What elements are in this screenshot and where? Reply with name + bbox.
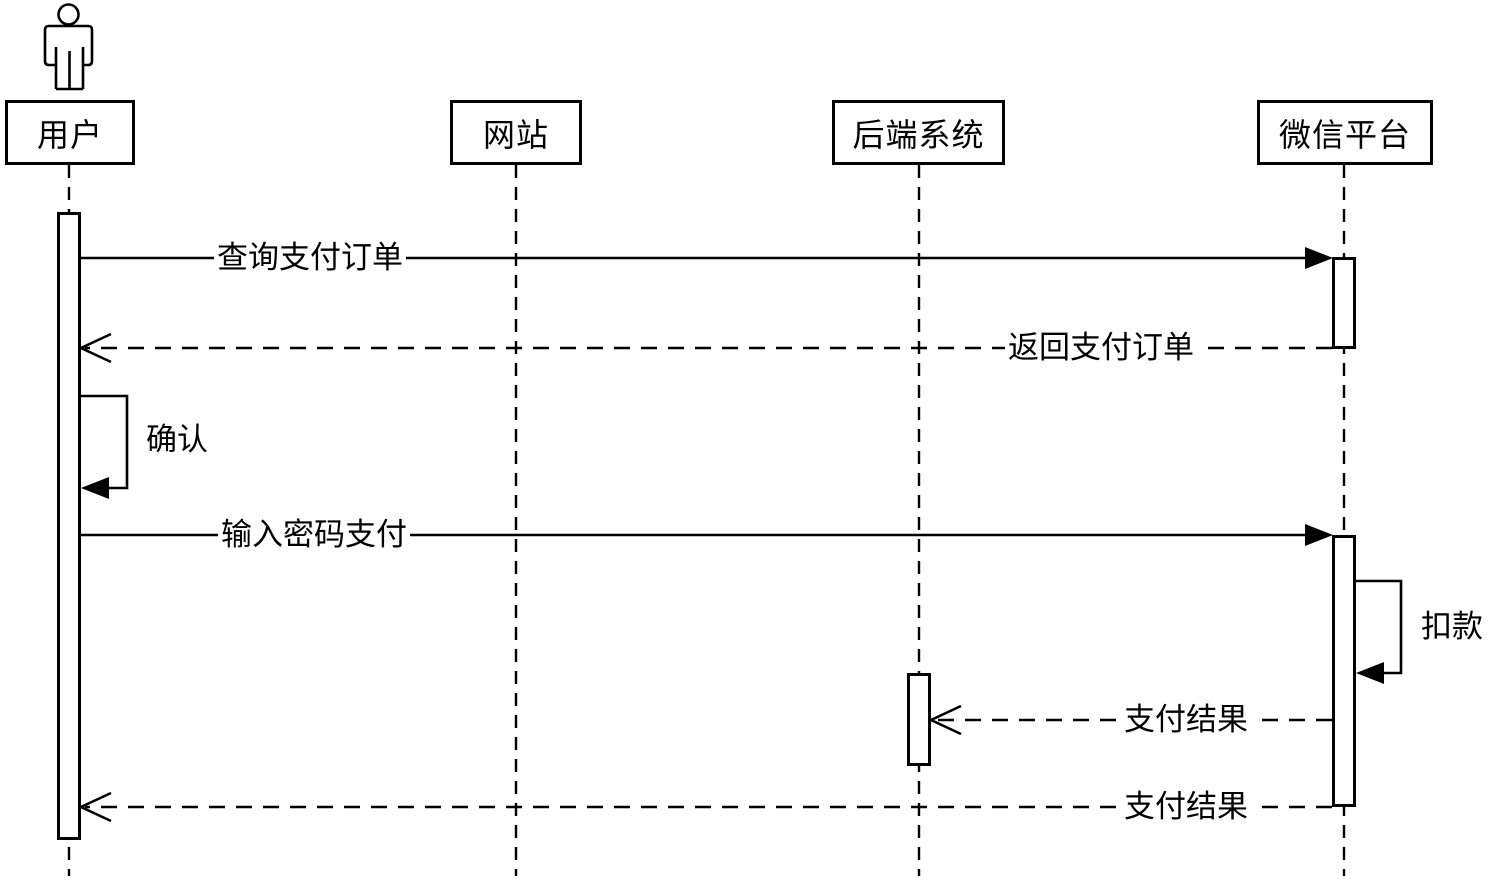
open-arrowhead-icon <box>77 791 112 823</box>
message-label-enter-password: 输入密码支付 <box>218 517 410 553</box>
message-pay-result-user <box>77 791 1332 823</box>
participant-website: 网站 <box>450 100 582 165</box>
participant-wechat: 微信平台 <box>1257 100 1433 165</box>
participant-wechat-label: 微信平台 <box>1278 116 1411 153</box>
activation-wechat-2 <box>1332 535 1356 807</box>
message-label-query-order: 查询支付订单 <box>214 240 406 276</box>
filled-arrowhead-icon <box>1356 662 1384 684</box>
participant-website-label: 网站 <box>482 116 549 153</box>
message-label-return-order: 返回支付订单 <box>1005 330 1197 366</box>
participant-backend-label: 后端系统 <box>852 116 985 153</box>
message-label-deduct: 扣款 <box>1421 608 1483 644</box>
message-confirm-self <box>81 394 129 499</box>
participant-user: 用户 <box>5 100 135 165</box>
filled-arrowhead-icon <box>1305 247 1333 269</box>
filled-arrowhead-icon <box>81 477 109 499</box>
open-arrowhead-icon <box>77 332 112 364</box>
message-return-order <box>77 332 1332 364</box>
message-label-pay-result-user: 支付结果 <box>1121 789 1251 825</box>
open-arrowhead-icon <box>927 704 962 736</box>
message-deduct-self <box>1356 579 1403 684</box>
filled-arrowhead-icon <box>1305 524 1333 546</box>
participant-user-label: 用户 <box>36 116 103 153</box>
participant-backend: 后端系统 <box>832 100 1005 165</box>
person-icon <box>43 3 94 91</box>
activation-user <box>57 212 81 840</box>
activation-backend <box>907 673 931 766</box>
message-label-pay-result-backend: 支付结果 <box>1121 702 1251 738</box>
message-label-confirm: 确认 <box>146 421 208 457</box>
activation-wechat-1 <box>1332 257 1356 349</box>
